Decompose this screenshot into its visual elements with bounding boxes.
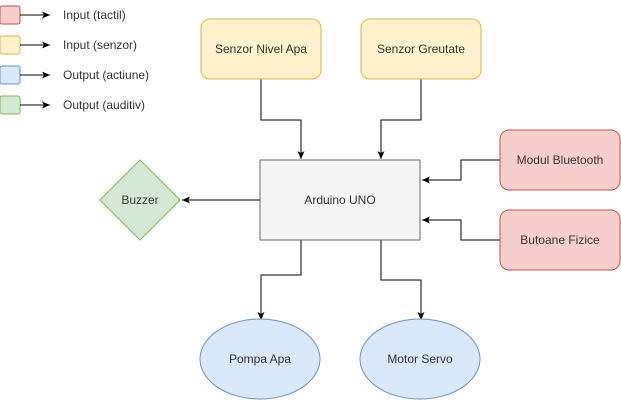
buzzer-label: Buzzer — [121, 193, 158, 207]
node-motor-servo: Motor Servo — [359, 318, 481, 400]
senzor-greutate-box — [360, 18, 482, 80]
legend-item-output-auditiv: Output (auditiv) — [0, 95, 145, 115]
senzor-nivel-apa-box — [200, 18, 322, 80]
connectors — [182, 79, 500, 320]
edge-butoane-fizice-to-arduino — [422, 216, 500, 241]
legend-label-input-senzor: Input (senzor) — [63, 38, 137, 52]
node-arduino-uno: Arduino UNO — [259, 159, 421, 241]
modul-bluetooth-label: Modul Bluetooth — [517, 153, 604, 167]
node-butoane-fizice: Butoane Fizice — [499, 209, 621, 271]
node-buzzer: Buzzer — [99, 159, 181, 241]
butoane-fizice-label: Butoane Fizice — [520, 233, 600, 247]
edge-modul-bluetooth-to-arduino — [422, 159, 500, 184]
legend-label-input-tactil: Input (tactil) — [63, 8, 126, 22]
motor-servo-ellipse — [359, 318, 481, 400]
legend-item-input-tactil: Input (tactil) — [0, 5, 126, 25]
arduino-uno-box — [259, 159, 421, 241]
edge-arduino-to-pompa-apa — [257, 240, 302, 320]
senzor-greutate-label: Senzor Greutate — [377, 42, 465, 56]
butoane-fizice-box — [499, 209, 621, 271]
legend: Input (tactil) Input (senzor) Output (ac… — [0, 5, 149, 115]
buzzer-diamond — [99, 159, 181, 241]
motor-servo-label: Motor Servo — [387, 352, 453, 366]
edge-senzor-greutate-to-arduino — [377, 79, 422, 159]
pompa-apa-label: Pompa Apa — [229, 352, 291, 366]
legend-swatch-input-tactil — [0, 5, 21, 25]
node-senzor-greutate: Senzor Greutate — [360, 18, 482, 80]
legend-label-output-actiune: Output (actiune) — [63, 68, 149, 82]
senzor-nivel-apa-label: Senzor Nivel Apa — [215, 42, 307, 56]
node-senzor-nivel-apa: Senzor Nivel Apa — [200, 18, 322, 80]
legend-swatch-output-auditiv — [0, 95, 21, 115]
node-modul-bluetooth: Modul Bluetooth — [499, 129, 621, 191]
legend-label-output-auditiv: Output (auditiv) — [63, 98, 145, 112]
modul-bluetooth-box — [499, 129, 621, 191]
legend-item-output-actiune: Output (actiune) — [0, 65, 149, 85]
legend-swatch-output-actiune — [0, 65, 21, 85]
node-pompa-apa: Pompa Apa — [199, 318, 321, 400]
arduino-uno-label: Arduino UNO — [304, 193, 375, 207]
legend-swatch-input-senzor — [0, 35, 21, 55]
pompa-apa-ellipse — [199, 318, 321, 400]
edge-arduino-to-motor-servo — [380, 240, 425, 320]
edge-senzor-nivel-apa-to-arduino — [260, 79, 305, 159]
legend-item-input-senzor: Input (senzor) — [0, 35, 137, 55]
